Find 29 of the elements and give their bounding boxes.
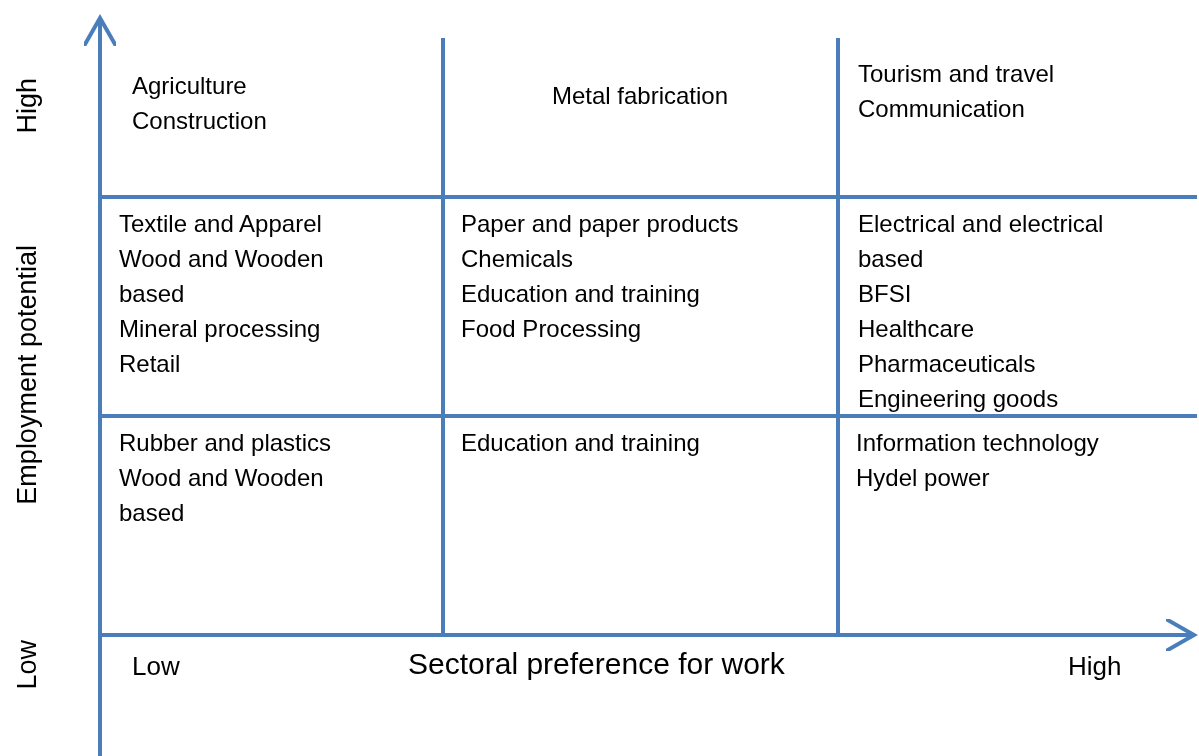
- axis-title: Employment potential: [12, 245, 43, 505]
- sector-name: Food Processing: [461, 314, 642, 344]
- sector-name: Communication: [858, 94, 1025, 124]
- sector-name: Rubber and plastics: [119, 428, 332, 458]
- sector-name: BFSI: [858, 279, 912, 309]
- sector-name: Pharmaceuticals: [858, 349, 1036, 379]
- sector-name: Construction: [132, 106, 267, 136]
- sector-name: Mineral processing: [119, 314, 321, 344]
- sector-name: Electrical and electrical based: [858, 209, 1105, 274]
- sector-name: Engineering goods: [858, 384, 1059, 414]
- axis-end-label: High: [1068, 651, 1122, 682]
- sector-name: Healthcare: [858, 314, 975, 344]
- sector-name: Tourism and travel: [858, 59, 1055, 89]
- sector-name: Hydel power: [856, 463, 990, 493]
- sector-name: Paper and paper products: [461, 209, 739, 239]
- sector-name: Wood and Wooden based: [119, 463, 325, 528]
- axis-title: Sectoral preference for work: [408, 647, 785, 681]
- sector-name: Retail: [119, 349, 181, 379]
- sector-name: Education and training: [461, 428, 700, 458]
- sector-name: Chemicals: [461, 244, 574, 274]
- sector-name: Metal fabrication: [551, 81, 729, 111]
- axis-end-label: High: [12, 78, 43, 134]
- sector-name: Agriculture: [132, 71, 247, 101]
- sector-name: Wood and Wooden based: [119, 244, 325, 309]
- axis-end-label: Low: [12, 640, 43, 690]
- sector-name: Information technology: [856, 428, 1099, 458]
- sector-name: Textile and Apparel: [119, 209, 322, 239]
- axis-end-label: Low: [132, 651, 180, 682]
- sector-name: Education and training: [461, 279, 700, 309]
